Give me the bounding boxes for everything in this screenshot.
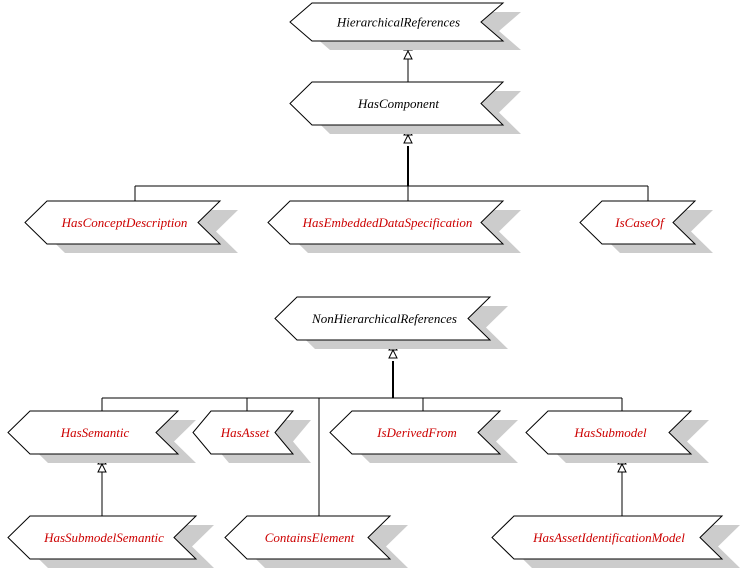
node-has-embedded-data-specification: HasEmbeddedDataSpecification: [267, 200, 521, 253]
node-shape: [329, 410, 502, 455]
node-shape: [7, 410, 180, 455]
inheritance-arrowhead: [617, 462, 627, 473]
node-non-hierarchical-references: NonHierarchicalReferences: [274, 296, 508, 349]
node-label: HasSubmodelSemantic: [43, 530, 164, 545]
node-shape: [24, 200, 222, 245]
node-has-submodel: HasSubmodel: [525, 410, 709, 463]
node-contains-element: ContainsElement: [224, 515, 408, 568]
node-shape: [7, 515, 198, 560]
node-hierarchical-references: HierarchicalReferences: [289, 2, 521, 50]
node-label: IsDerivedFrom: [376, 425, 457, 440]
node-shape: [491, 515, 724, 560]
node-has-semantic: HasSemantic: [7, 410, 196, 463]
node-shape: [289, 81, 505, 126]
node-shape: [579, 200, 697, 245]
node-label: HierarchicalReferences: [336, 15, 460, 30]
inheritance-arrowhead: [403, 133, 413, 144]
node-label: HasSubmodel: [573, 425, 647, 440]
node-shape: [525, 410, 693, 455]
node-has-concept-description: HasConceptDescription: [24, 200, 238, 253]
node-label: HasSemantic: [60, 425, 130, 440]
node-has-asset-identification-model: HasAssetIdentificationModel: [491, 515, 740, 568]
node-label: HasComponent: [357, 96, 439, 111]
node-shape: [289, 2, 505, 42]
node-label: HasConceptDescription: [61, 215, 188, 230]
node-label: HasAssetIdentificationModel: [532, 530, 685, 545]
node-label: HasAsset: [220, 425, 270, 440]
inheritance-arrowhead: [388, 348, 398, 359]
node-has-asset: HasAsset: [192, 410, 311, 463]
node-has-submodel-semantic: HasSubmodelSemantic: [7, 515, 214, 568]
node-shape: [224, 515, 392, 560]
node-label: ContainsElement: [265, 530, 355, 545]
node-has-component: HasComponent: [289, 81, 521, 134]
node-label: IsCaseOf: [614, 215, 666, 230]
inheritance-arrowhead: [403, 49, 413, 60]
node-label: NonHierarchicalReferences: [311, 311, 457, 326]
node-shape: [274, 296, 492, 341]
inheritance-arrowhead: [97, 462, 107, 473]
node-shape: [267, 200, 505, 245]
node-shape: [192, 410, 295, 455]
reference-type-nodes: HierarchicalReferencesHasComponentHasCon…: [7, 2, 740, 568]
node-label: HasEmbeddedDataSpecification: [302, 215, 473, 230]
node-is-derived-from: IsDerivedFrom: [329, 410, 518, 463]
node-is-case-of: IsCaseOf: [579, 200, 713, 253]
